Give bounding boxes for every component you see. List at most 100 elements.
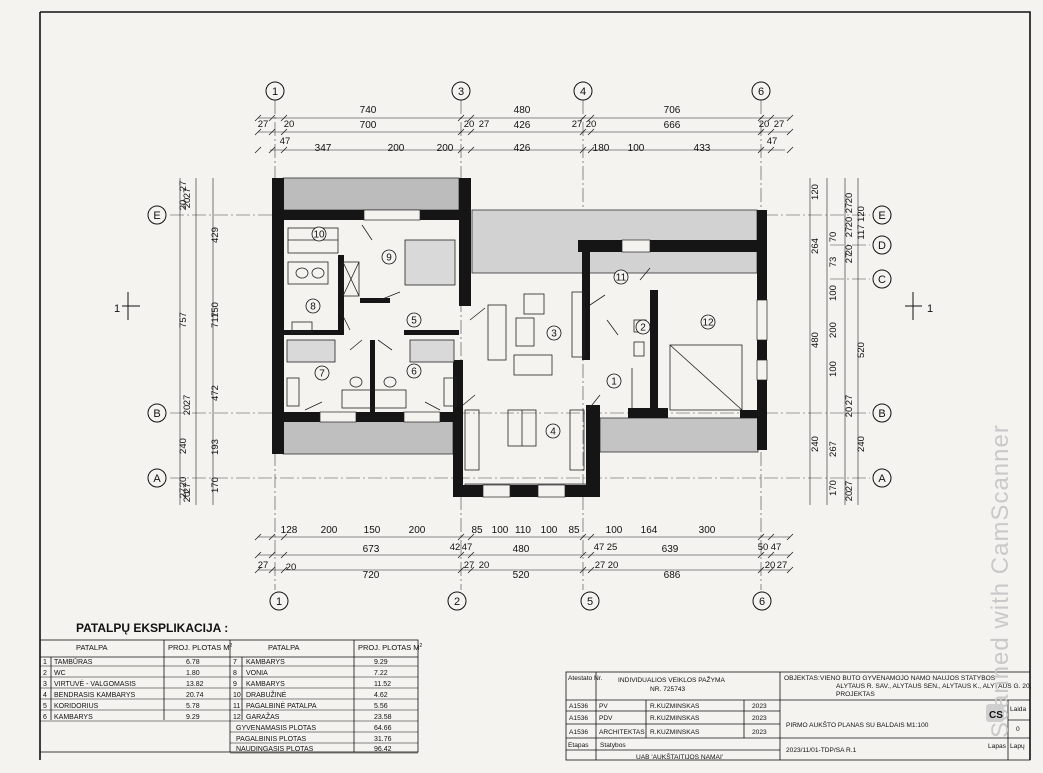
dim-top-r3s-0: 47 [280,136,291,147]
expl-left-area-1: 1.80 [186,670,200,677]
axis-top-2-circle [573,81,593,101]
camscanner-watermark: Scanned with CamScanner [987,424,1014,738]
expl-left-name-3: BENDRASIS KAMBARYS [54,692,136,699]
dim-bot-r3-4: 520 [513,570,530,581]
tb-license: INDIVIDUALIOS VEIKLOS PAŽYMA [618,675,725,684]
dim-top-r3-4: 180 [593,143,610,154]
dim-bot-r1-5: 100 [492,525,509,536]
dim-tick [280,114,288,122]
expl-right-area-4: 5.56 [374,703,388,710]
dim-tick [268,566,276,574]
room-circle-1 [606,373,622,389]
dim-left-mid-4: 193 [210,439,221,455]
expl-left-name-4: KORIDORIUS [54,703,99,710]
dim-bot-r2-4: 47 [594,542,605,553]
expl-right-area-2: 11.52 [374,681,391,688]
dim-right-inner-5: 27 [844,253,855,264]
axis-top-1-circle [451,81,471,101]
dim-tick [280,146,288,154]
dim-tick [254,533,262,541]
axis-bottom-2-circle [580,591,600,611]
dim-bot-r3-7: 686 [664,570,681,581]
dim-right-outer-3: 240 [810,436,821,452]
dim-tick [457,566,465,574]
dim-left-inner-4: 27 [182,483,193,494]
dim-left-mid-5: 170 [210,477,221,493]
dim-bot-r1-2: 150 [364,525,381,536]
dim-bot-r1-10: 164 [641,525,658,536]
svg-text:CS: CS [989,710,1003,721]
door-swings [304,224,651,411]
tb-drawing-code: 2023/11/01-TDP/SA R.1 [786,747,857,754]
tb-cert-0: A1536 [569,703,588,710]
dim-tick [587,114,595,122]
dim-tick [268,533,276,541]
expl-right-no-2: 9 [233,681,237,688]
dim-bot-r2-3: 480 [513,544,530,555]
dim-bot-r3-9: 27 [777,560,788,571]
tb-object-line1: VIENO BUTO GYVENAMOJO NAMO NAUJOS STATYB… [820,675,996,682]
dim-bot-r3-2: 27 [464,560,475,571]
dim-top-r1-0: 740 [360,105,377,116]
expl-right-area-3: 4.62 [374,692,388,699]
dim-bot-r1-0: 128 [281,525,298,536]
dim-right-inner-4: 20 [844,245,855,256]
dim-right-inner-b-0: 520 [856,342,867,358]
dim-left-inner-1: 27 [182,188,193,199]
dim-right-inner-12: 20 [844,491,855,502]
expl-right-name-5: GARAŽAS [246,712,280,721]
dim-bot-r1-9: 100 [606,525,623,536]
axis-right-0-circle [872,205,892,225]
axis-bottom-1: 2 [454,596,460,608]
tb-laida-value: 0 [1016,726,1020,733]
expl-right-no-0: 7 [233,659,237,666]
tb-role-2: ARCHITEKTAS [599,729,645,736]
expl-right-name-4: PAGALBINĖ PATALPA [246,701,317,710]
expl-total-name-1: PAGALBINIS PLOTAS [236,736,306,743]
dim-tick [757,146,765,154]
expl-total-area-2: 96.42 [374,746,392,753]
room-number-5: 5 [411,316,417,327]
tb-name-2: R.KUZMINSKAS [650,729,700,736]
dim-tick [254,114,262,122]
section-mark-left: 1 [114,303,120,315]
expl-head-room-left: PATALPA [76,643,108,652]
room-number-8: 8 [310,302,316,313]
expl-total-area-1: 31.76 [374,736,392,743]
expl-left-no-5: 6 [43,714,47,721]
dim-tick [579,128,587,136]
dim-tick [268,128,276,136]
dim-right-inner-0: 20 [844,193,855,204]
dim-tick [767,566,775,574]
dim-tick [280,551,288,559]
expl-right-name-3: DRABUŽINĖ [246,690,287,699]
dim-bot-r3-6: 20 [608,560,619,571]
expl-head-area-left: PROJ. PLOTAS M2 [168,643,233,652]
expl-left-name-2: VIRTUVĖ - VALGOMASIS [54,679,136,688]
dim-bot-r1-1: 200 [321,525,338,536]
dim-tick [280,566,288,574]
dim-top-r3-3: 426 [514,143,531,154]
dim-right-mid-2: 100 [828,285,839,301]
dim-bot-r1-7: 100 [541,525,558,536]
dim-bot-r2-5: 25 [607,542,618,553]
dim-right-outer-0: 120 [810,184,821,200]
dim-tick [767,114,775,122]
dim-tick [786,533,794,541]
dim-right-mid-3: 200 [828,322,839,338]
dim-tick [579,146,587,154]
tb-cert-1: A1536 [569,715,588,722]
dim-tick [579,551,587,559]
expl-right-area-1: 7.22 [374,670,388,677]
tb-name-0: R.KUZMINSKAS [650,703,700,710]
dim-bot-r3-5: 27 [595,560,606,571]
dim-bot-r1-3: 200 [409,525,426,536]
explication-table-grid [39,639,419,753]
room-circle-10 [311,226,327,242]
dim-tick [457,533,465,541]
expl-head-room-right: PATALPA [268,643,300,652]
dim-right-inner-2: 20 [844,217,855,228]
dim-right-inner-3: 27 [844,227,855,238]
room-number-6: 6 [411,367,417,378]
